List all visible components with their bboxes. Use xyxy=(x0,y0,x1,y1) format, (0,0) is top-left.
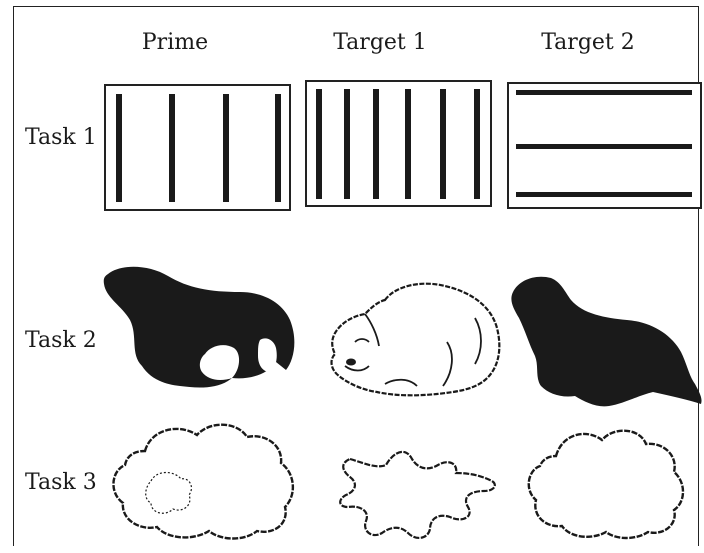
row-label-task-1: Task 1 xyxy=(25,125,97,150)
vertical-grating-dense xyxy=(316,89,480,199)
seal-silhouette xyxy=(511,276,702,407)
seal-silhouette-with-bear-icon xyxy=(103,266,295,388)
row-label-task-2: Task 2 xyxy=(25,328,97,353)
cloud-outline-with-inner-blob xyxy=(112,423,294,540)
column-label-target-2: Target 2 xyxy=(541,30,635,55)
task1-target1-panel xyxy=(305,80,492,207)
polar-bear-outline xyxy=(330,282,501,397)
horizontal-grating xyxy=(516,90,692,197)
column-label-target-1: Target 1 xyxy=(333,30,427,55)
task1-prime-panel xyxy=(104,84,291,211)
row-label-task-3: Task 3 xyxy=(25,470,97,495)
vertical-grating-sparse xyxy=(116,94,281,202)
column-label-prime: Prime xyxy=(141,30,209,55)
figure-frame xyxy=(13,6,699,546)
cloud-outline xyxy=(527,429,685,540)
splat-outline xyxy=(339,450,496,539)
task1-target2-panel xyxy=(507,82,702,209)
